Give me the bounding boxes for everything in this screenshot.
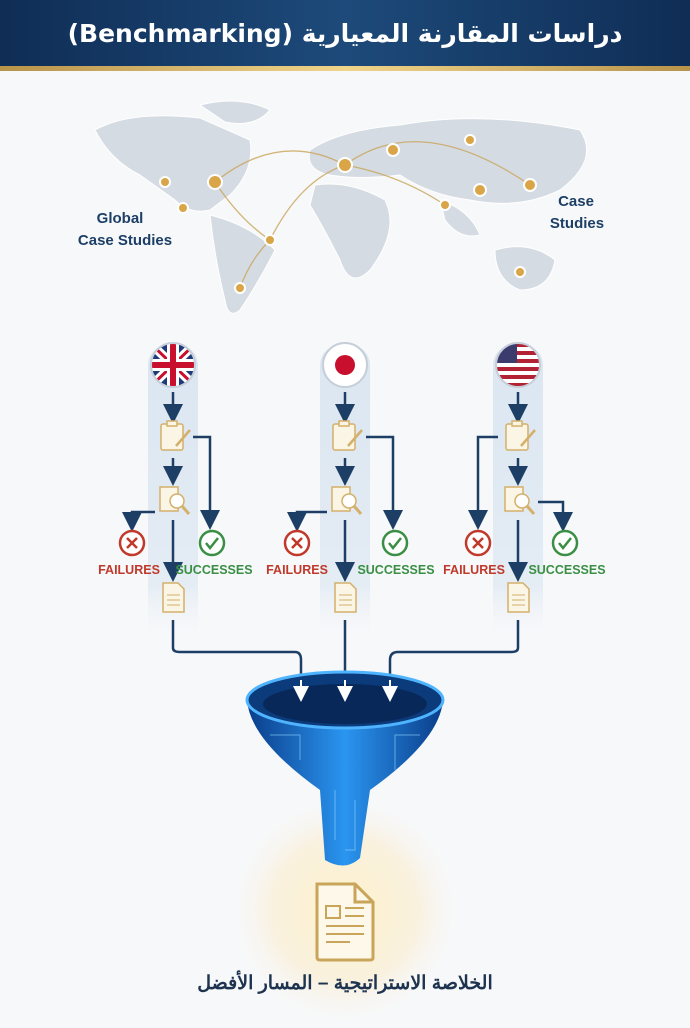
report-doc-icon bbox=[162, 582, 185, 613]
header-banner: دراسات المقارنة المعيارية (Benchmarking) bbox=[0, 0, 690, 66]
result-title: الخلاصة الاستراتيجية – المسار الأفضل bbox=[197, 970, 492, 994]
connection-arcs bbox=[214, 141, 531, 289]
failure-x-icon bbox=[464, 529, 492, 557]
strategic-summary-doc-icon bbox=[315, 882, 375, 962]
map-label-right-2: Studies bbox=[550, 215, 604, 232]
report-doc-icon bbox=[507, 582, 530, 613]
page-title: دراسات المقارنة المعيارية (Benchmarking) bbox=[67, 18, 623, 48]
map-label-left-1: Global bbox=[97, 210, 144, 227]
failures-label: FAILURES bbox=[98, 563, 160, 577]
successes-label: SUCCESSES bbox=[528, 563, 605, 577]
failure-x-icon bbox=[118, 529, 146, 557]
failure-x-icon bbox=[283, 529, 311, 557]
success-check-icon bbox=[551, 529, 579, 557]
magnifier-icon bbox=[331, 486, 363, 515]
funnel-input-arrows bbox=[293, 680, 398, 702]
failures-label: FAILURES bbox=[266, 563, 328, 577]
successes-label: SUCCESSES bbox=[357, 563, 434, 577]
magnifier-icon bbox=[159, 486, 191, 515]
gold-divider bbox=[0, 66, 690, 71]
success-check-icon bbox=[381, 529, 409, 557]
map-label-left-2: Case Studies bbox=[78, 232, 172, 249]
successes-label: SUCCESSES bbox=[175, 563, 252, 577]
clipboard-icon bbox=[505, 420, 536, 451]
failures-label: FAILURES bbox=[443, 563, 505, 577]
us-flag-icon bbox=[495, 342, 541, 388]
map-hotspots bbox=[159, 134, 537, 294]
world-map bbox=[94, 100, 588, 314]
magnifier-icon bbox=[504, 486, 536, 515]
map-label-right-1: Case bbox=[558, 193, 594, 210]
uk-flag-icon bbox=[150, 342, 196, 388]
success-check-icon bbox=[198, 529, 226, 557]
japan-flag-icon bbox=[322, 342, 368, 388]
clipboard-icon bbox=[160, 420, 191, 451]
report-doc-icon bbox=[334, 582, 357, 613]
clipboard-icon bbox=[332, 420, 363, 451]
